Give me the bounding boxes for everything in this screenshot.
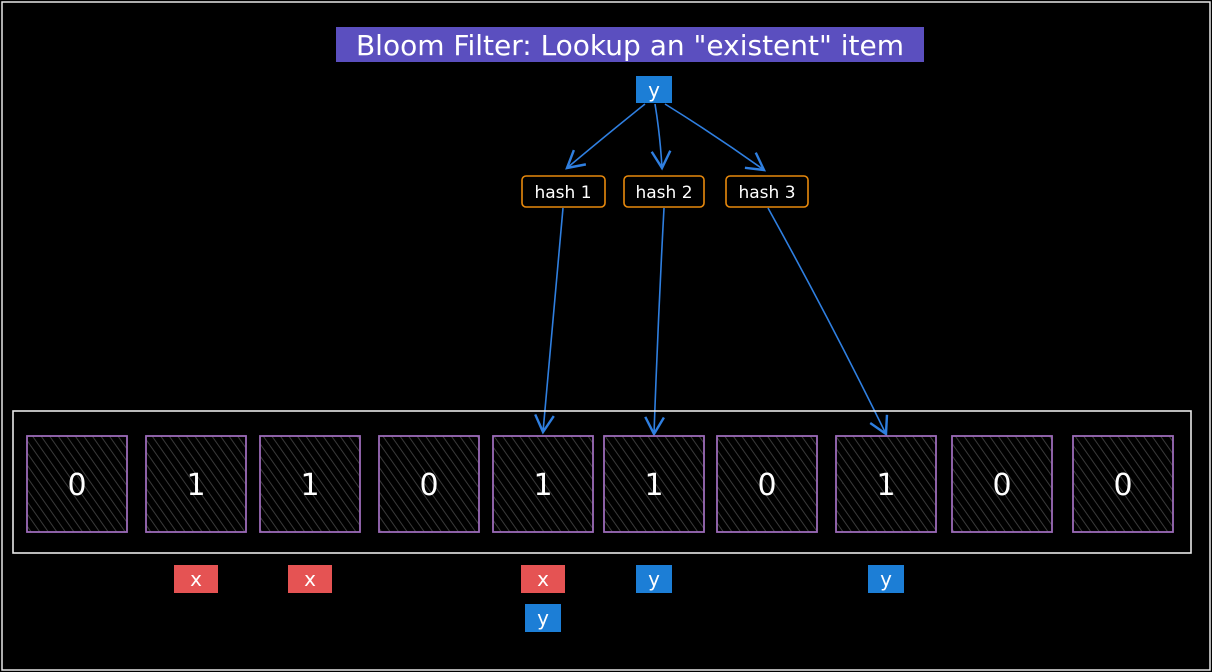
hash-box-1: hash 1 bbox=[521, 175, 606, 208]
bit-cell-2: 1 bbox=[259, 435, 361, 533]
marker-box-0 bbox=[174, 565, 218, 593]
query-to-hash-arrows bbox=[565, 103, 767, 172]
marker-label-3: y bbox=[537, 606, 549, 630]
arrow-hash-1-to-bit bbox=[534, 207, 564, 435]
bit-cell-box-1 bbox=[145, 435, 247, 533]
marker-box-3 bbox=[525, 604, 561, 632]
bit-cell-1: 1 bbox=[145, 435, 247, 533]
bit-value-8: 0 bbox=[992, 468, 1011, 503]
bit-cell-7: 1 bbox=[835, 435, 937, 533]
query-item-label: y bbox=[648, 78, 660, 102]
bit-cell-0: 0 bbox=[26, 435, 128, 533]
hash-label-2: hash 2 bbox=[635, 183, 692, 203]
arrow-hash-2-to-bit bbox=[644, 207, 665, 437]
marker-y-5-0: y bbox=[636, 565, 672, 593]
marker-box-2 bbox=[521, 565, 565, 593]
marker-label-1: x bbox=[304, 567, 316, 591]
query-item-box bbox=[636, 76, 672, 103]
bit-cell-box-7 bbox=[835, 435, 937, 533]
bit-cell-8: 0 bbox=[951, 435, 1053, 533]
arrow-to-hash-1 bbox=[565, 103, 646, 170]
hash-functions: hash 1 hash 2 hash 3 bbox=[521, 175, 809, 208]
arrow-hash-3-to-bit bbox=[767, 207, 889, 437]
marker-box-5 bbox=[868, 565, 904, 593]
hash-box-3: hash 3 bbox=[725, 175, 809, 208]
marker-y-7-0: y bbox=[868, 565, 904, 593]
bit-value-6: 0 bbox=[757, 468, 776, 503]
bit-cell-4: 1 bbox=[492, 435, 594, 533]
marker-label-2: x bbox=[537, 567, 549, 591]
bit-value-9: 0 bbox=[1113, 468, 1132, 503]
title-background bbox=[336, 27, 924, 62]
bit-cell-box-6 bbox=[716, 435, 818, 533]
query-item: y bbox=[636, 76, 672, 103]
bit-value-5: 1 bbox=[644, 468, 663, 503]
hash-label-3: hash 3 bbox=[738, 183, 795, 203]
marker-label-5: y bbox=[880, 567, 892, 591]
bit-value-4: 1 bbox=[533, 468, 552, 503]
marker-label-4: y bbox=[648, 567, 660, 591]
bit-cell-box-3 bbox=[378, 435, 480, 533]
marker-label-0: x bbox=[190, 567, 202, 591]
bit-cells: 0 1 1 0 1 1 0 1 0 0 bbox=[26, 435, 1174, 533]
bit-value-7: 1 bbox=[876, 468, 895, 503]
bit-cell-box-9 bbox=[1072, 435, 1174, 533]
diagram-title: Bloom Filter: Lookup an "existent" item bbox=[356, 29, 904, 62]
bit-cell-9: 0 bbox=[1072, 435, 1174, 533]
arrow-to-hash-2 bbox=[650, 103, 672, 171]
marker-box-4 bbox=[636, 565, 672, 593]
bit-cell-5: 1 bbox=[603, 435, 705, 533]
marker-x-1-0: x bbox=[174, 565, 218, 593]
bit-cell-3: 0 bbox=[378, 435, 480, 533]
bit-cell-6: 0 bbox=[716, 435, 818, 533]
bit-value-0: 0 bbox=[67, 468, 86, 503]
bit-cell-box-0 bbox=[26, 435, 128, 533]
bit-cell-box-4 bbox=[492, 435, 594, 533]
title-group: Bloom Filter: Lookup an "existent" item bbox=[336, 27, 924, 62]
marker-box-1 bbox=[288, 565, 332, 593]
bit-array-container bbox=[12, 410, 1192, 554]
hash-to-bit-arrows bbox=[534, 207, 889, 437]
hash-label-1: hash 1 bbox=[534, 183, 591, 203]
bit-cell-box-8 bbox=[951, 435, 1053, 533]
hash-box-2: hash 2 bbox=[623, 175, 705, 208]
bit-value-3: 0 bbox=[419, 468, 438, 503]
bit-cell-box-2 bbox=[259, 435, 361, 533]
marker-x-2-0: x bbox=[288, 565, 332, 593]
marker-x-4-0: x bbox=[521, 565, 565, 593]
bit-value-2: 1 bbox=[300, 468, 319, 503]
bit-cell-box-5 bbox=[603, 435, 705, 533]
marker-y-4-1: y bbox=[525, 604, 561, 632]
arrow-to-hash-3 bbox=[664, 103, 767, 172]
bit-value-1: 1 bbox=[186, 468, 205, 503]
